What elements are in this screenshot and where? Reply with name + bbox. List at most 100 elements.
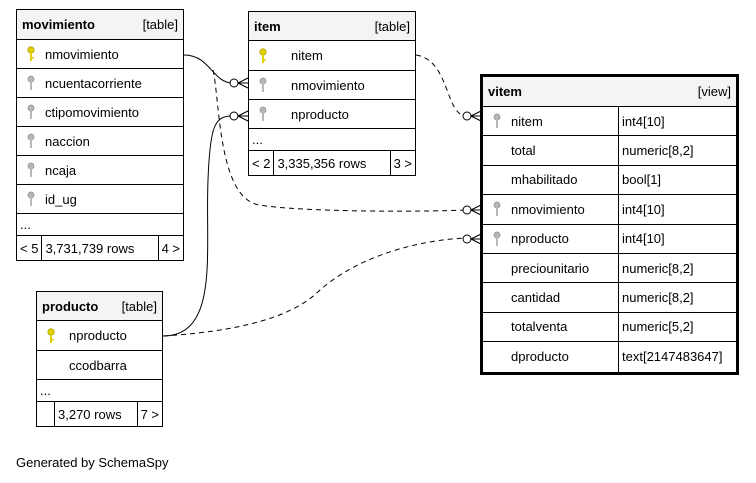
crowfoot-item-nmovimiento [229,77,249,89]
column-row[interactable]: nitem [249,41,415,71]
more-columns-row: ... [249,129,415,151]
table-producto[interactable]: producto [table] nproducto ccodbarra ...… [36,291,163,427]
column-type: bool[1] [618,165,736,195]
table-kind: [table] [142,17,178,32]
column-name: ctipomovimiento [45,104,139,120]
parents-link[interactable] [37,402,55,426]
row-count: 3,335,356 rows [274,151,391,175]
parents-link[interactable]: < 5 [17,236,43,260]
more-columns-row: ... [17,214,183,236]
primary-key-icon [37,328,65,344]
column-row[interactable]: nmovimiento int4[10] [483,195,736,225]
ellipsis: ... [252,132,263,147]
column-name: naccion [45,133,90,149]
table-item[interactable]: item [table] nitem nmovimiento nproducto… [248,11,416,176]
foreign-key-icon [483,113,511,129]
column-type: numeric[8,2] [618,253,736,283]
table-header[interactable]: producto [table] [37,292,162,321]
row-count: 3,731,739 rows [42,236,159,260]
table-name: vitem [488,84,522,99]
ellipsis: ... [20,217,31,232]
primary-key-icon [17,46,45,62]
crowfoot-vitem-nproducto [462,233,482,245]
column-name: nmovimiento [45,46,119,62]
column-name: id_ug [45,191,77,207]
table-header[interactable]: movimiento [table] [17,10,183,40]
row-count: 3,270 rows [55,402,138,426]
ellipsis: ... [40,383,51,398]
foreign-key-icon [483,231,511,247]
table-kind: [view] [697,84,731,99]
table-footer: < 2 3,335,356 rows 3 > [249,151,415,175]
children-link[interactable]: 3 > [393,155,412,171]
column-name: preciounitario [511,260,590,276]
table-footer: 3,270 rows 7 > [37,402,162,426]
foreign-key-icon [17,133,45,149]
edge-producto-vitem [162,237,467,337]
column-row[interactable]: nproducto [249,100,415,129]
children-link[interactable]: 7 > [140,406,159,422]
column-row[interactable]: nitem int4[10] [483,107,736,137]
column-name: totalventa [511,319,568,335]
column-row[interactable]: nmovimiento [17,40,183,69]
column-row[interactable]: nproducto int4[10] [483,224,736,254]
column-name: cantidad [511,290,561,306]
column-type: int4[10] [618,107,736,136]
column-row[interactable]: ctipomovimiento [17,98,183,127]
column-row[interactable]: dproducto text[2147483647] [483,342,736,372]
column-name: nitem [511,113,543,129]
column-type: int4[10] [618,195,736,224]
column-name: nproducto [511,231,569,247]
column-row[interactable]: ncuentacorriente [17,69,183,98]
column-name: nmovimiento [291,77,365,93]
column-row[interactable]: ccodbarra [37,351,162,380]
foreign-key-icon [17,162,45,178]
view-vitem[interactable]: vitem [view] nitem int4[10] total numeri… [480,74,739,375]
foreign-key-icon [17,104,45,120]
crowfoot-vitem-nmovimiento [462,204,482,216]
column-name: nmovimiento [511,201,585,217]
table-movimiento[interactable]: movimiento [table] nmovimiento ncuentaco… [16,9,184,261]
column-row[interactable]: mhabilitado bool[1] [483,165,736,196]
table-kind: [table] [121,298,157,314]
column-row[interactable]: preciounitario numeric[8,2] [483,253,736,284]
column-name: nitem [291,48,323,63]
column-row[interactable]: naccion [17,127,183,156]
column-name: nproducto [69,328,127,343]
column-row[interactable]: nproducto [37,321,162,351]
column-row[interactable]: cantidad numeric[8,2] [483,283,736,313]
column-row[interactable]: nmovimiento [249,71,415,100]
more-columns-row: ... [37,380,162,402]
table-kind: [table] [374,18,410,34]
table-header[interactable]: item [table] [249,12,415,41]
table-name: producto [42,298,99,314]
primary-key-icon [249,48,277,64]
column-type: text[2147483647] [618,342,736,372]
foreign-key-icon [17,191,45,207]
column-name: ncaja [45,162,77,178]
column-name: total [511,143,536,159]
column-type: numeric[8,2] [618,283,736,312]
edge-movimiento-item [183,54,233,84]
table-name: movimiento [22,17,95,32]
edge-item-vitem-nitem [415,54,467,117]
table-header[interactable]: vitem [view] [483,77,736,107]
column-row[interactable]: ncaja [17,156,183,185]
column-row[interactable]: totalventa numeric[5,2] [483,312,736,343]
table-name: item [254,18,281,34]
edge-producto-item [162,115,233,337]
table-footer: < 5 3,731,739 rows 4 > [17,236,183,260]
edge-movimiento-vitem [212,69,467,212]
children-link[interactable]: 4 > [161,240,180,256]
foreign-key-icon [17,75,45,91]
column-row[interactable]: total numeric[8,2] [483,136,736,166]
column-name: ccodbarra [69,357,127,373]
crowfoot-vitem-nitem [462,110,482,122]
column-name: mhabilitado [511,172,578,188]
column-type: numeric[8,2] [618,136,736,165]
column-row[interactable]: id_ug [17,185,183,214]
column-type: numeric[5,2] [618,312,736,342]
parents-link[interactable]: < 2 [249,151,275,175]
column-type: int4[10] [618,224,736,253]
